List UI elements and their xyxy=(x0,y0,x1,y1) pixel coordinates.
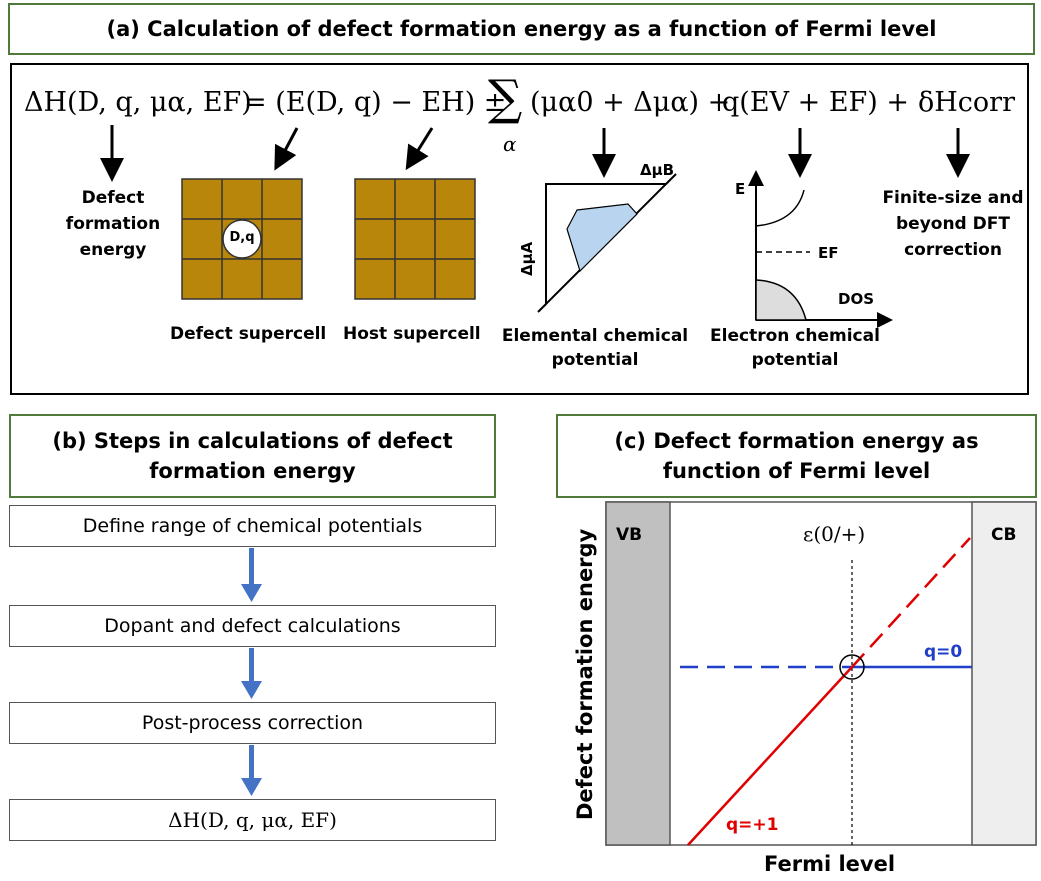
e-axis-label: E xyxy=(735,180,746,198)
elemental-label: Elemental chemical potential xyxy=(501,326,689,370)
q1-solid xyxy=(687,666,853,846)
panel-a-title-text: (a) Calculation of defect formation ener… xyxy=(106,17,937,41)
defect-site-circle xyxy=(222,219,262,259)
panel-b-title: (b) Steps in calculations of defect form… xyxy=(9,414,496,498)
electron-label: Electron chemical potential xyxy=(710,326,880,370)
panel-a-title: (a) Calculation of defect formation ener… xyxy=(8,3,1035,55)
equation-term3: q(EV + EF) + xyxy=(722,87,909,118)
cb-region xyxy=(971,501,1037,846)
q0-label: q=0 xyxy=(924,642,963,662)
chemical-potential-triangle xyxy=(537,173,677,313)
dos-label: DOS xyxy=(838,290,875,308)
mu-b-label: ΔμB xyxy=(640,161,675,179)
equation-sum: ∑ xyxy=(488,70,523,126)
vb-dos-fill xyxy=(755,279,807,321)
step-3: Post-process correction xyxy=(9,702,496,744)
cb-label: CB xyxy=(991,525,1017,545)
vb-label: VB xyxy=(616,525,643,545)
host-supercell-label: Host supercell xyxy=(343,324,481,344)
step-2: Dopant and defect calculations xyxy=(9,605,496,647)
vb-region xyxy=(605,501,671,846)
defect-supercell xyxy=(181,178,303,300)
host-supercell xyxy=(354,178,476,300)
stable-region xyxy=(566,203,638,273)
defect-supercell-label: Defect supercell xyxy=(170,324,327,344)
plot-frame xyxy=(605,501,1037,846)
correction-label: Finite-size and beyond DFT correction xyxy=(882,188,1024,260)
dos-diagram xyxy=(748,170,893,328)
defect-site-label: D,q xyxy=(229,230,255,245)
panel-c-title: (c) Defect formation energy as function … xyxy=(556,414,1037,498)
equation-term1: = (E(D, q) − EH) ± xyxy=(244,87,507,118)
cb-dos-curve xyxy=(755,189,805,227)
ef-label: EF xyxy=(818,244,839,262)
panel-c-title-text: (c) Defect formation energy as function … xyxy=(614,429,979,483)
defect-energy-label: Defect formation energy xyxy=(65,188,161,260)
x-axis-label: Fermi level xyxy=(764,852,896,876)
equation-term2: (μα0 + Δμα) + xyxy=(530,87,731,118)
equation-lhs: ΔH(D, q, μα, EF) xyxy=(24,87,252,118)
step-arrow-3 xyxy=(249,745,254,782)
step-arrow-1 xyxy=(249,548,254,588)
arrow-defect-supercell xyxy=(274,127,299,171)
y-axis-label: Defect formation energy xyxy=(573,528,597,820)
panel-b-title-text: (b) Steps in calculations of defect form… xyxy=(52,429,453,483)
equation-sum-index: α xyxy=(503,132,517,156)
panel-a-frame xyxy=(10,63,1029,395)
q1-label: q=+1 xyxy=(726,815,779,835)
step-1: Define range of chemical potentials xyxy=(9,505,496,547)
equation-term4: δHcorr xyxy=(918,87,1015,118)
transition-label: ε(0/+) xyxy=(803,522,866,546)
arrow-host-supercell xyxy=(405,127,434,171)
step-arrow-2 xyxy=(249,648,254,685)
q1-dashed xyxy=(851,537,971,668)
step-4: ΔH(D, q, μα, EF) xyxy=(9,799,496,841)
transition-point xyxy=(839,654,865,680)
